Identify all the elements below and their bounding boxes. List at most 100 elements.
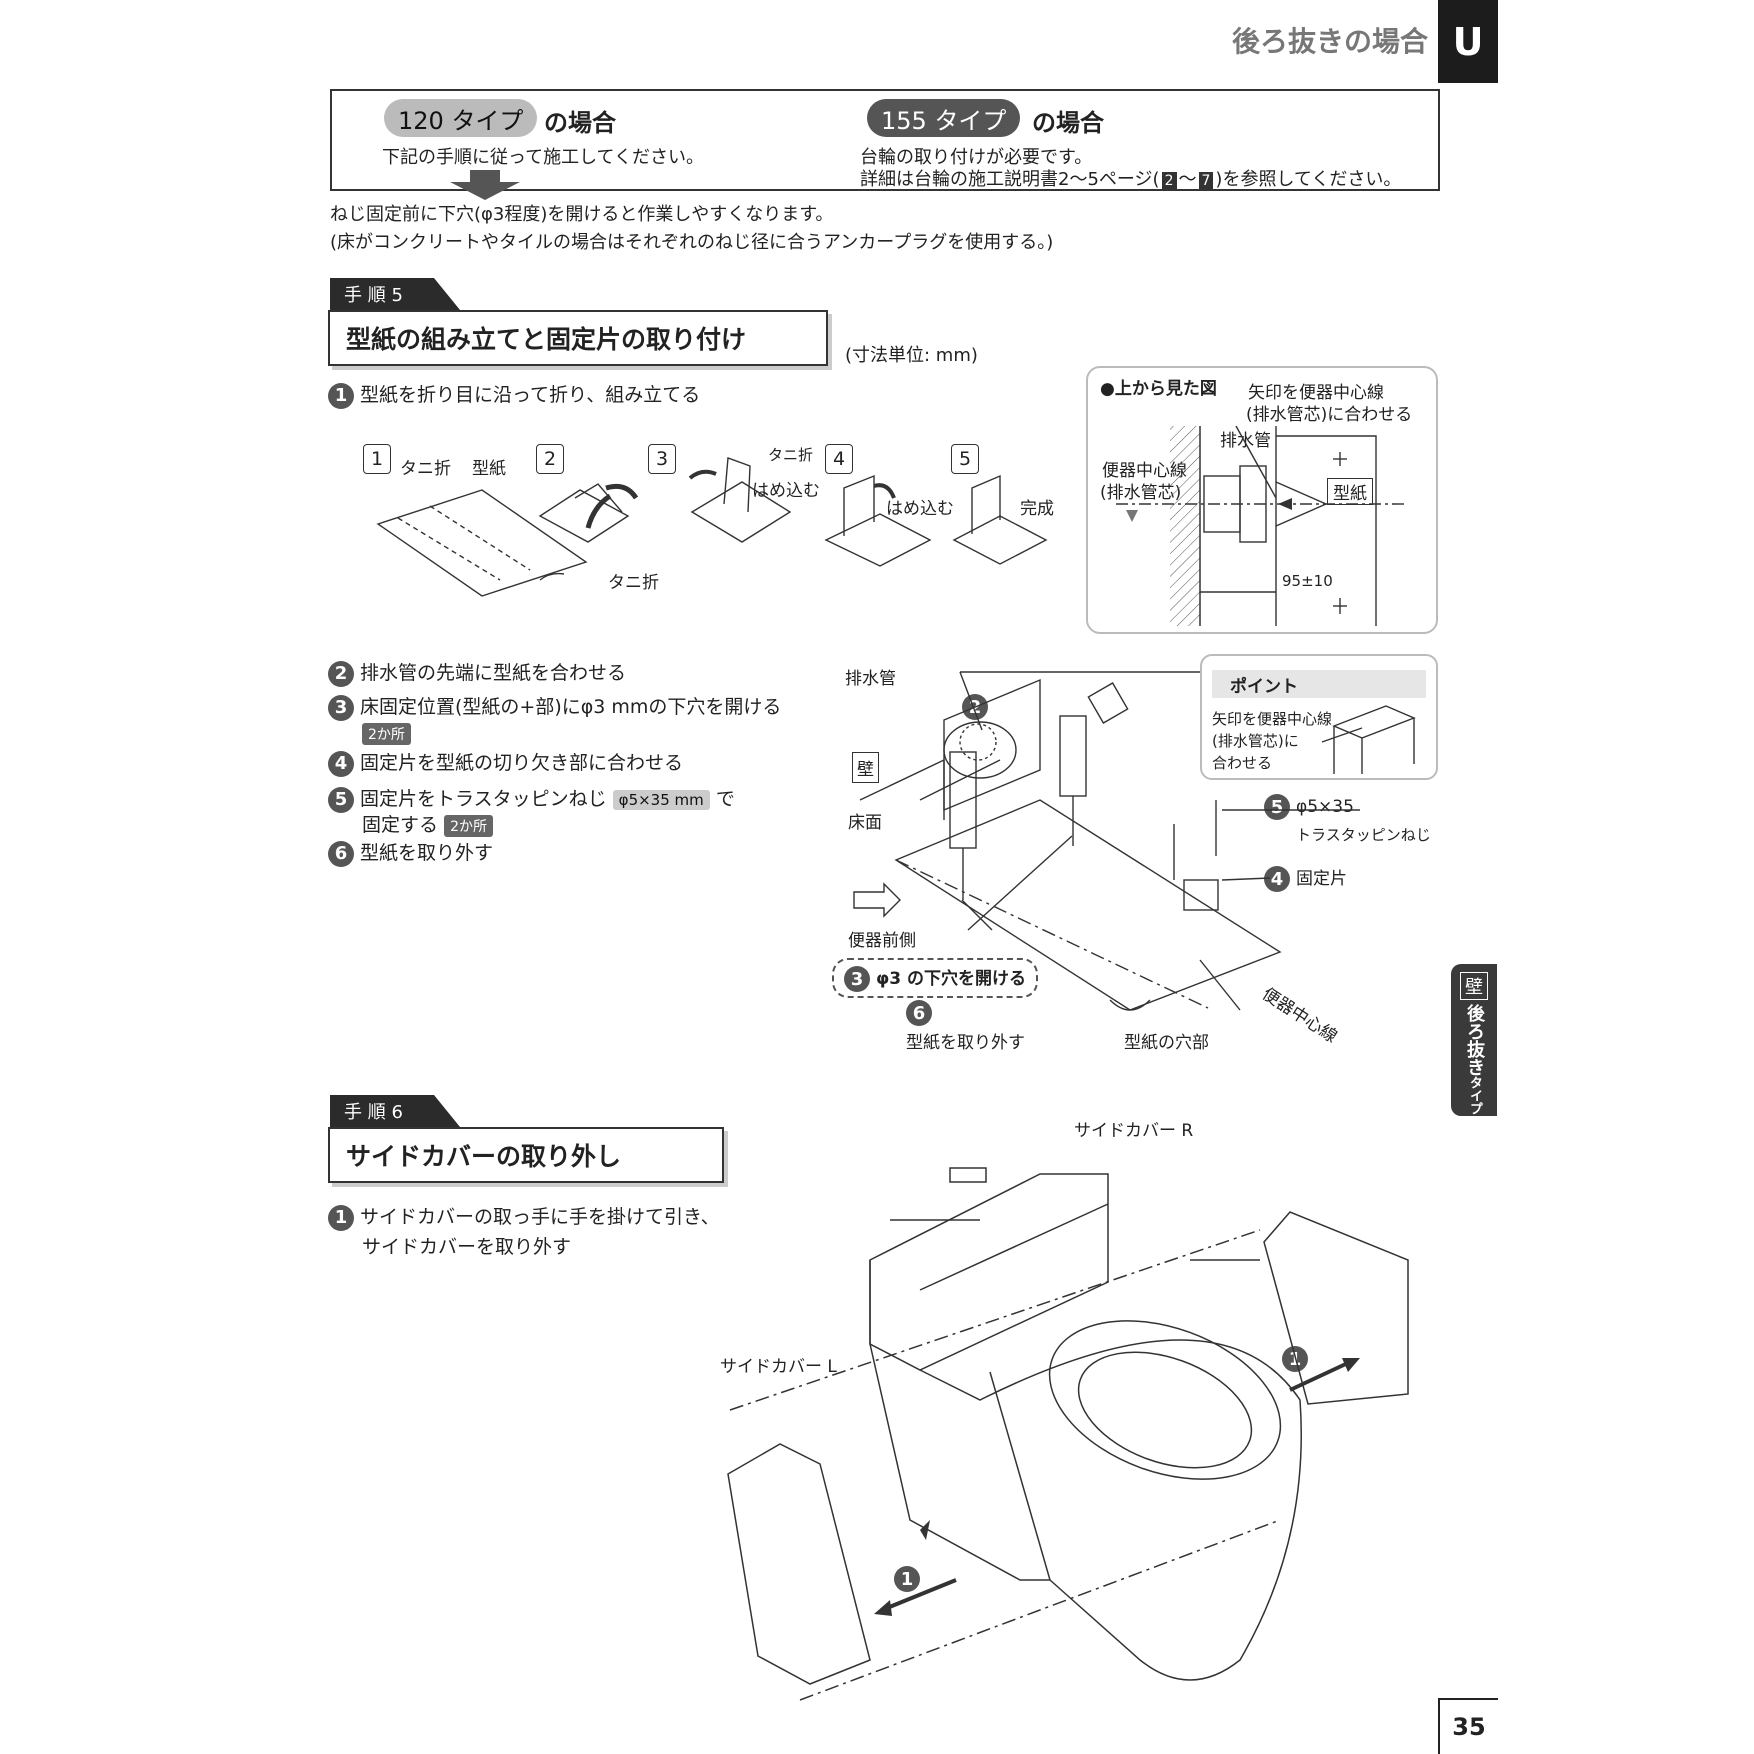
note-1: ねじ固定前に下穴(φ3程度)を開けると作業しやすくなります。 [330,204,834,225]
diag-num-6: 6 [906,1000,938,1026]
type-155-text1: 台輪の取り付けが必要です。 [860,147,1093,168]
diag-drill-callout: 3 φ3 の下穴を開ける [832,958,1039,998]
instr-num: 1 [328,382,354,409]
instr-num: 6 [328,840,354,867]
diag-piece: 4 固定片 [1264,864,1347,892]
instr-text: 型紙を折り目に沿って折り、組み立てる [360,384,701,406]
cover-r-num: 1 [1282,1346,1314,1372]
label-kansei: 完成 [1020,499,1054,519]
ref-page-2: 2 [1161,172,1177,190]
instr-num: 2 [328,660,354,687]
top-view-drawing [1116,425,1406,626]
fold-step-1: 1 [363,444,391,474]
num-4: 4 [1264,866,1290,892]
label-hamekomu-1: はめ込む [752,481,820,501]
ref-page-7: 7 [1198,172,1214,190]
step5-title: 型紙の組み立てと固定片の取り付け [328,310,828,366]
type-120-text: 下記の手順に従って施工してください。 [382,147,705,168]
diag-wall: 壁 [852,752,879,783]
page-number: 35 [1438,1698,1498,1754]
step6-instr-1: 1 サイドカバーの取っ手に手を掛けて引き、 [328,1202,720,1231]
instr-text: 型紙を取り外す [360,842,494,864]
top-view-drain: 排水管 [1220,431,1271,451]
step6-tag: 手 順 6 [330,1095,460,1127]
cover-l-label: サイドカバー L [720,1357,837,1377]
instr-text: 排水管の先端に型紙を合わせる [360,662,627,684]
side-tab: 壁 後ろ抜きタイプ [1451,964,1497,1116]
top-view-title: ●上から見た図 [1100,379,1217,399]
type-info-box: 120 タイプ の場合 下記の手順に従って施工してください。 155 タイプ の… [330,89,1440,191]
step5-instr-6: 6 型紙を取り外す [328,838,493,867]
type-120-label: の場合 [544,109,616,137]
top-view-note-2: (排水管芯)に合わせる [1246,405,1413,425]
diag-remove: 型紙を取り外す [906,1033,1025,1053]
point-line-3: 合わせる [1212,754,1273,772]
point-head: ポイント [1212,670,1426,698]
step5-instr-3-tag: 2か所 [362,722,411,745]
type-155-label: の場合 [1032,109,1104,137]
point-panel: ポイント 矢印を便器中心線 (排水管芯)に 合わせる [1200,654,1438,780]
screw-tag: φ5×35 mm [612,790,710,810]
ref-sep: ～ [1178,169,1197,190]
diag-hole: 型紙の穴部 [1124,1033,1209,1053]
fold-steps-drawing [376,457,1048,597]
type-155-text2: 詳細は台輪の施工説明書2～5ページ(2～7)を参照してください。 [860,165,1401,191]
unit-note: (寸法単位: mm) [845,345,978,366]
step5-instr-5: 5 固定片をトラスタッピンねじ φ5×35 mm で [328,784,735,813]
label-tani-3: タニ折 [768,446,814,464]
label-tani-1: タニ折 [400,459,451,479]
fold-step-3: 3 [648,444,676,474]
side-tab-kanji: 壁 [1460,972,1488,1000]
instr-num: 3 [328,694,354,721]
diag-front: 便器前側 [848,931,916,951]
step6-instr-1-cont: サイドカバーを取り外す [362,1236,572,1258]
instr-num: 1 [328,1204,354,1231]
point-line-2: (排水管芯)に [1212,732,1299,750]
num-1: 1 [894,1566,920,1592]
top-view-center-2: (排水管芯) [1100,483,1182,503]
fold-step-4: 4 [825,444,853,474]
num-3: 3 [844,966,870,992]
down-arrow-icon [450,170,520,200]
step5-tag: 手 順 5 [330,278,460,310]
fold-step-2: 2 [536,444,564,474]
fold-step-5: 5 [951,444,979,474]
template-install-drawing [853,671,1360,1011]
instr-text-c: 固定する [362,814,439,836]
step5-instr-1: 1 型紙を折り目に沿って折り、組み立てる [328,380,700,409]
step5-instr-2: 2 排水管の先端に型紙を合わせる [328,658,626,687]
toilet-drawing [727,1167,1409,1701]
diag-screw-name: トラスタッピンねじ [1296,826,1431,844]
top-view-panel [1086,366,1438,634]
side-tab-small: タイプ [1467,1076,1482,1115]
instr-text: 固定片をトラスタッピンねじ [360,788,607,810]
side-tab-main: 後ろ抜き [1464,1004,1485,1076]
instr-text: 固定片を型紙の切り欠き部に合わせる [360,752,684,774]
num-6: 6 [906,1000,932,1026]
instr-text-b: で [715,788,735,810]
num-1: 1 [1282,1346,1308,1372]
count-tag: 2か所 [362,723,411,745]
step5-instr-3: 3 床固定位置(型紙の+部)にφ3 mmの下穴を開ける [328,692,781,721]
diag-drain: 排水管 [845,669,896,689]
instr-line-1: サイドカバーの取っ手に手を掛けて引き、 [360,1206,720,1228]
point-drawing [1321,705,1416,774]
type-120-pill: 120 タイプ [384,99,538,137]
instr-num: 5 [328,786,354,813]
type-155-pill: 155 タイプ [867,99,1021,137]
text2-b: )を参照してください。 [1215,169,1402,190]
label-hamekomu-2: はめ込む [886,499,954,519]
piece-text: 固定片 [1296,869,1347,889]
screw-size: φ5×35 [1296,797,1354,817]
top-view-center-1: 便器中心線 [1102,461,1187,481]
label-tani-2: タニ折 [608,573,659,593]
step5-instr-4: 4 固定片を型紙の切り欠き部に合わせる [328,748,683,777]
drill-text: φ3 の下穴を開ける [876,969,1027,989]
instr-text: 床固定位置(型紙の+部)にφ3 mmの下穴を開ける [360,696,782,718]
step6-title: サイドカバーの取り外し [328,1127,724,1183]
top-view-note-1: 矢印を便器中心線 [1248,383,1384,403]
section-tab: U [1438,0,1498,83]
instr-num: 4 [328,750,354,777]
count-tag: 2か所 [444,815,493,837]
